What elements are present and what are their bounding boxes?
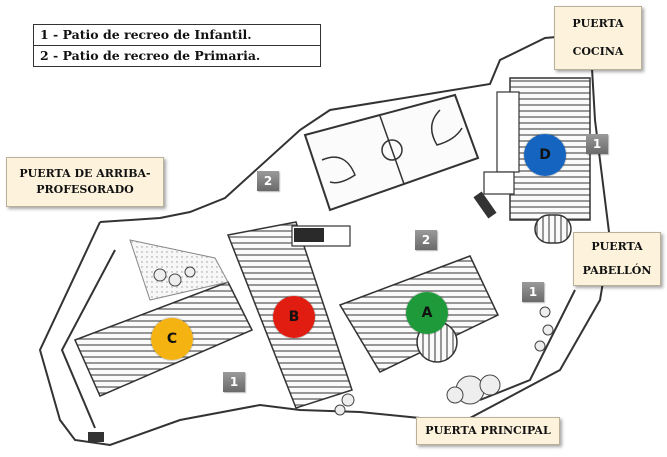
gate-principal-line1: PUERTA PRINCIPAL bbox=[425, 424, 551, 437]
gate-principal: PUERTA PRINCIPAL bbox=[416, 417, 560, 445]
zone-d-side-number: 1 bbox=[586, 134, 608, 154]
gate-arriba-line2: PROFESORADO bbox=[36, 183, 134, 196]
dark-gate-detail bbox=[473, 191, 497, 219]
building-d-marker: D bbox=[524, 134, 566, 176]
gate-pabellon-line1: PUERTA bbox=[591, 240, 643, 253]
zone-pabellon-side-number: 1 bbox=[522, 282, 544, 302]
building-a-marker: A bbox=[406, 292, 448, 334]
gate-arriba: PUERTA DE ARRIBA- PROFESORADO bbox=[6, 157, 164, 207]
building-c-marker: C bbox=[151, 318, 193, 360]
dark-gate-detail bbox=[88, 432, 104, 442]
gate-arriba-line1: PUERTA DE ARRIBA- bbox=[19, 167, 151, 180]
gate-pabellon-line2: PABELLÓN bbox=[582, 264, 652, 277]
gate-cocina-line1: PUERTA bbox=[572, 17, 624, 30]
zone-bottom-left-number: 1 bbox=[223, 372, 245, 392]
legend-item: 2 - Patio de recreo de Primaria. bbox=[34, 45, 320, 66]
gate-cocina: PUERTA COCINA bbox=[554, 6, 642, 70]
legend-item: 1 - Patio de recreo de Infantil. bbox=[40, 27, 252, 42]
trees bbox=[153, 266, 554, 416]
zone-court-left-number: 2 bbox=[257, 171, 279, 191]
zone-center-number: 2 bbox=[415, 230, 437, 250]
building-b-marker: B bbox=[273, 296, 315, 338]
basketball-court bbox=[303, 93, 480, 212]
gate-cocina-line2: COCINA bbox=[572, 45, 624, 58]
gate-pabellon: PUERTA PABELLÓN bbox=[573, 232, 661, 286]
legend: 1 - Patio de recreo de Infantil. 2 - Pat… bbox=[33, 24, 321, 67]
